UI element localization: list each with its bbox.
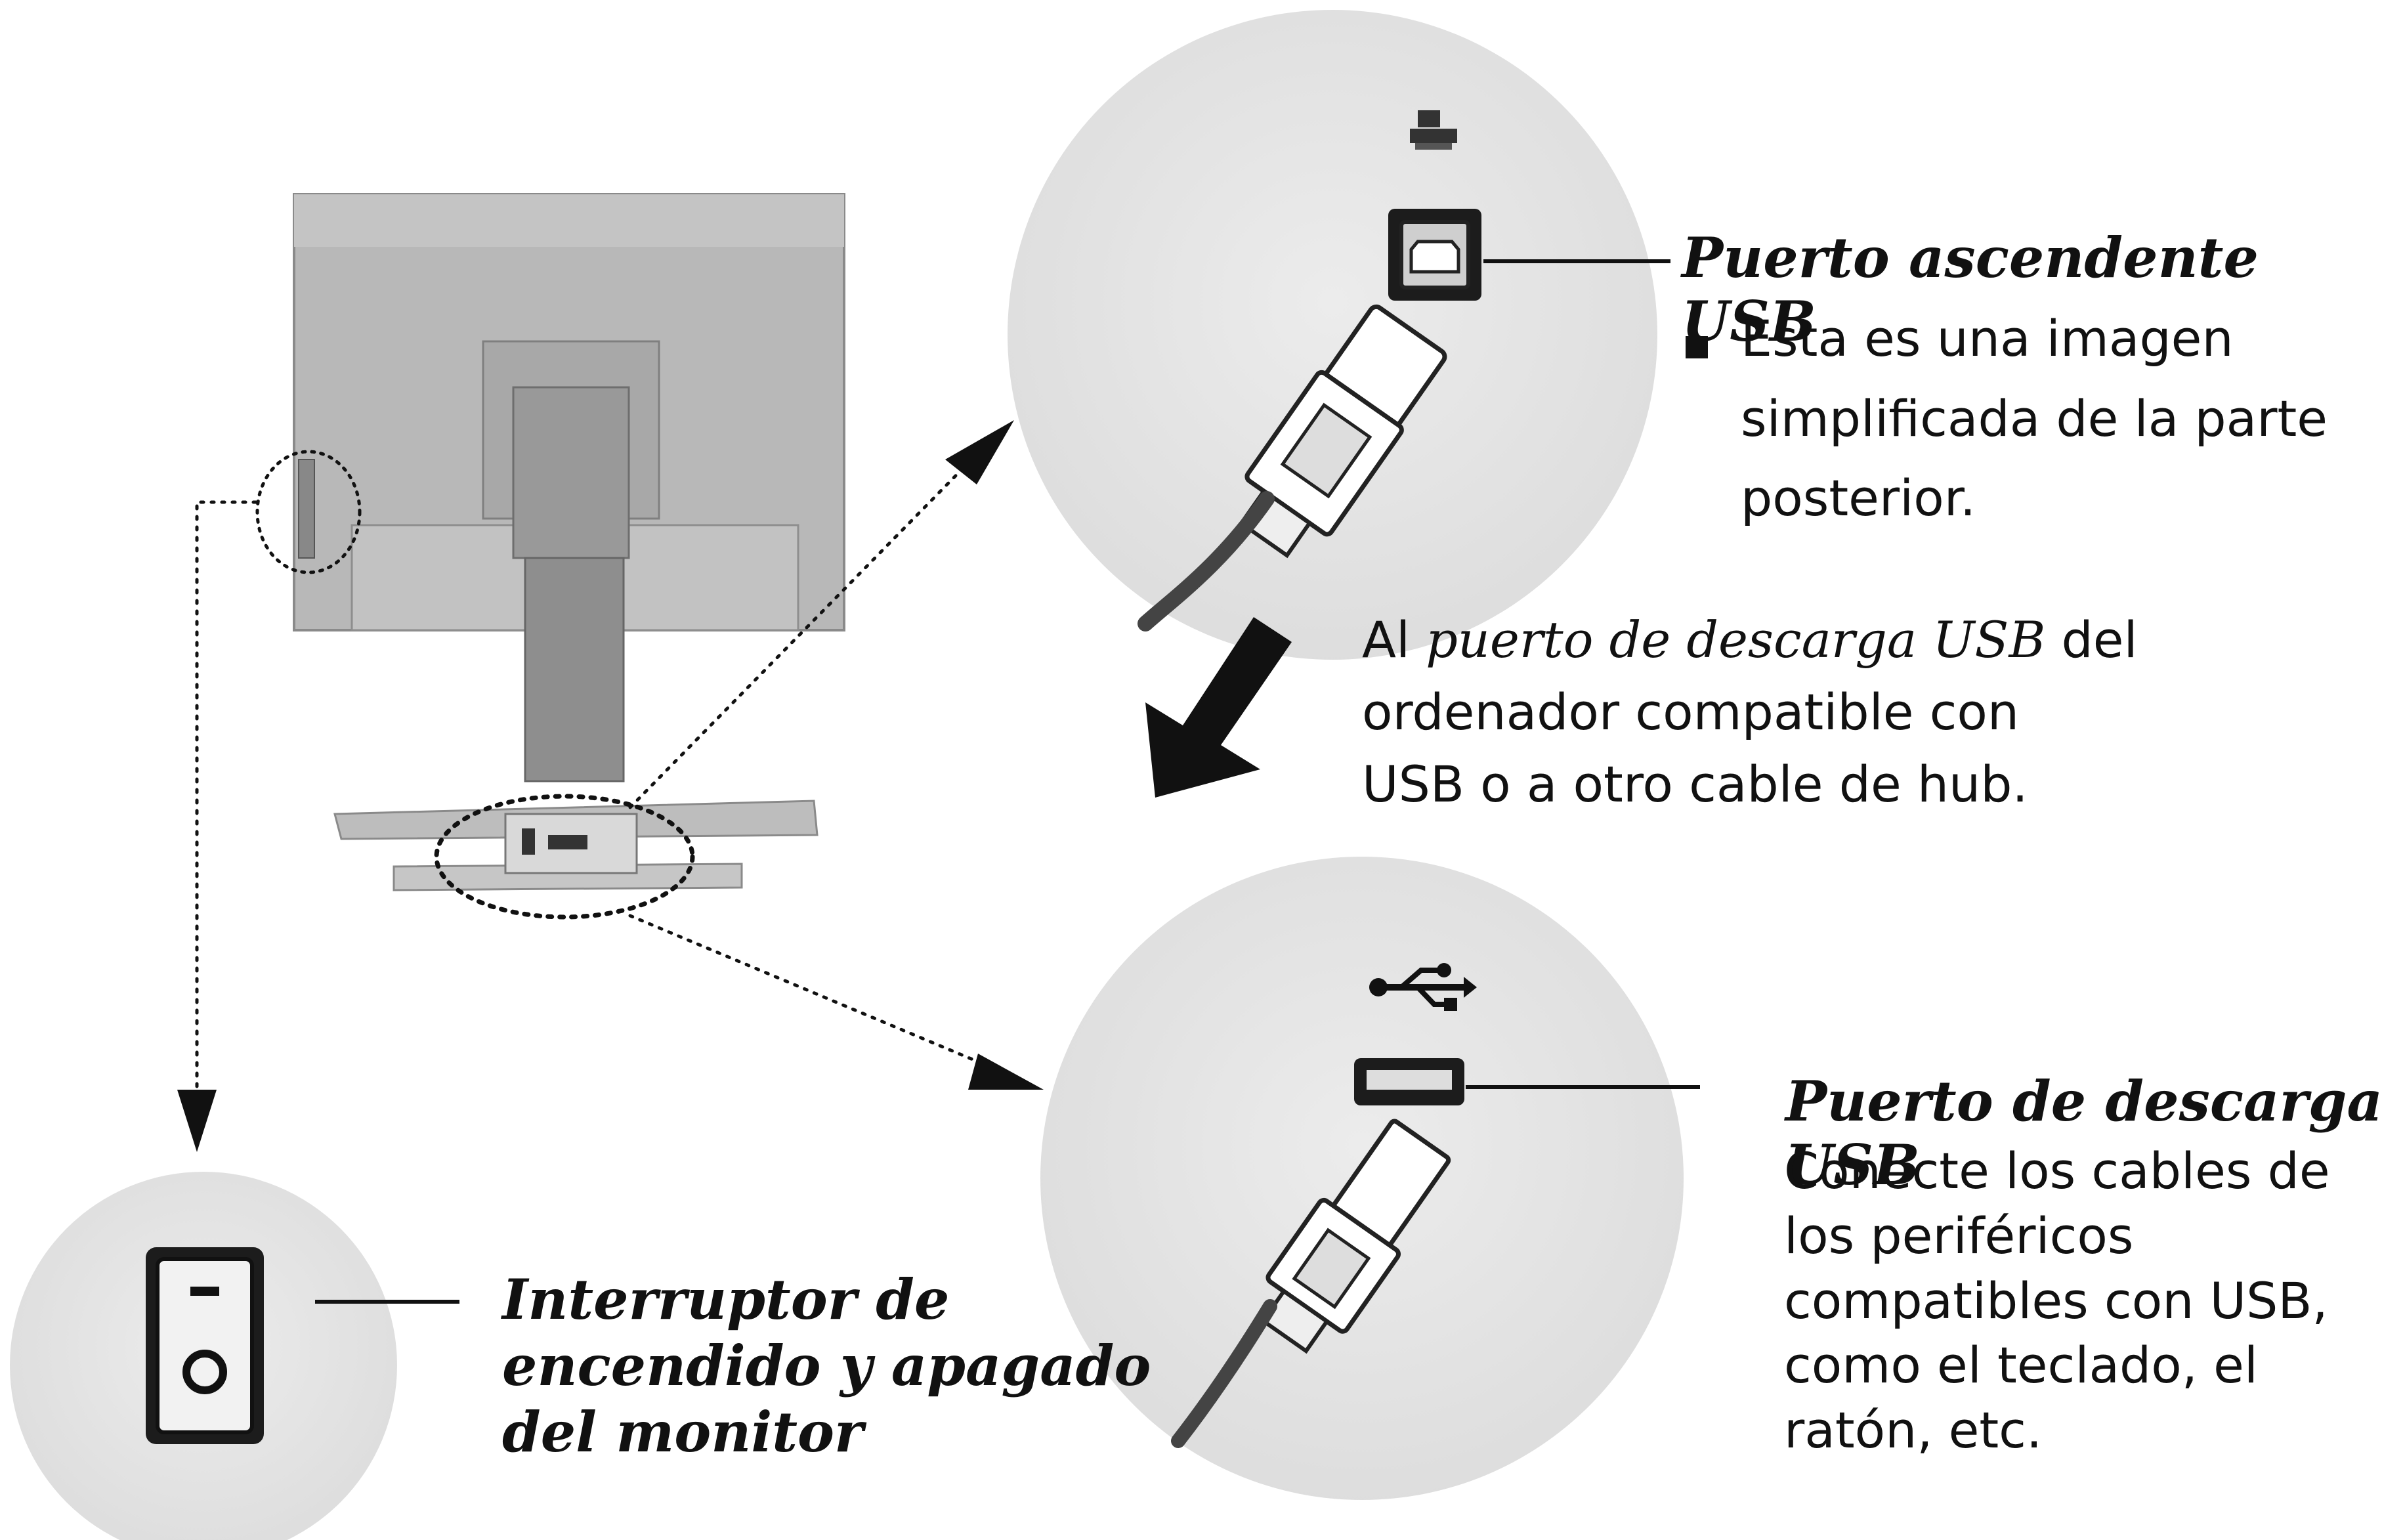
stand-neck [524,557,625,782]
power-switch-icon [146,1247,264,1444]
side-power-switch [298,459,315,559]
upstream-cable [1138,491,1275,631]
power-switch-highlight [255,450,362,574]
monitor-rear-illustration [293,193,845,891]
arrowhead-downstream [968,1054,1044,1090]
monitor-top-band [294,194,844,247]
usb-trident-icon [1369,963,1477,1011]
usb-a-plug-icon [1260,1119,1451,1354]
arrowhead-power-switch [177,1090,217,1152]
connect-to-italic: puerto de descarga USB [1426,610,2046,669]
upstream-callout [1008,10,1670,660]
upstream-note-line: Esta es una imagen [1741,309,2234,368]
downstream-title: Puerto de descarga USB [1785,1069,2383,1197]
connect-to-line-1: Al puerto de descarga USB del [1362,604,2138,676]
leader-to-downstream [628,914,1000,1072]
upstream-note-line: posterior. [1741,469,1976,528]
downstream-desc-line: ratón, etc. [1784,1401,2043,1460]
big-down-arrow-icon [1145,617,1292,798]
base-usb-b-port [522,828,535,855]
downstream-desc-line: compatibles con USB, [1784,1271,2328,1330]
power-switch-title-line: encendido y apagado [502,1333,1151,1398]
connect-to-post: del [2045,610,2138,669]
leader-to-power-switch [195,500,258,1124]
upstream-callout-circle [1008,10,1657,660]
stand-hinge [512,386,630,559]
connect-to-line-3: USB o a otro cable de hub. [1362,755,2028,814]
upstream-note-line: simplificada de la parte [1741,389,2328,448]
bullet-marker [1686,336,1708,358]
downstream-desc-line: Conecte los cables de [1784,1142,2330,1200]
power-switch-callout [10,1172,459,1540]
power-switch-title-line: Interruptor de [502,1267,950,1332]
usb-a-port-icon [1354,1058,1464,1105]
downstream-callout [1040,857,1700,1500]
arrowhead-upstream [945,420,1014,484]
leader-to-upstream [628,451,980,809]
downstream-desc-line: como el teclado, el [1784,1336,2258,1395]
connect-to-text: Al puerto de descarga USB del ordenador … [1362,604,2138,821]
network-icon [1410,110,1457,150]
usb-ports-highlight [434,794,695,920]
usb-b-plug-icon [1238,304,1447,559]
base-usb-a-ports [548,835,587,849]
power-switch-title-line: del monitor [502,1399,864,1465]
downstream-description: Conecte los cables de los periféricos co… [1784,1139,2330,1463]
connect-to-pre: Al [1362,610,1426,669]
upstream-title: Puerto ascendente USB [1682,225,2259,354]
downstream-desc-line: los periféricos [1784,1206,2134,1265]
connect-to-line-2: ordenador compatible con [1362,683,2020,742]
usb-b-port-icon [1388,209,1481,301]
downstream-cable [1171,1299,1277,1448]
power-switch-title: Interruptor de encendido y apagado del m… [502,1267,1151,1465]
upstream-note: Esta es una imagen simplificada de la pa… [1741,299,2328,538]
